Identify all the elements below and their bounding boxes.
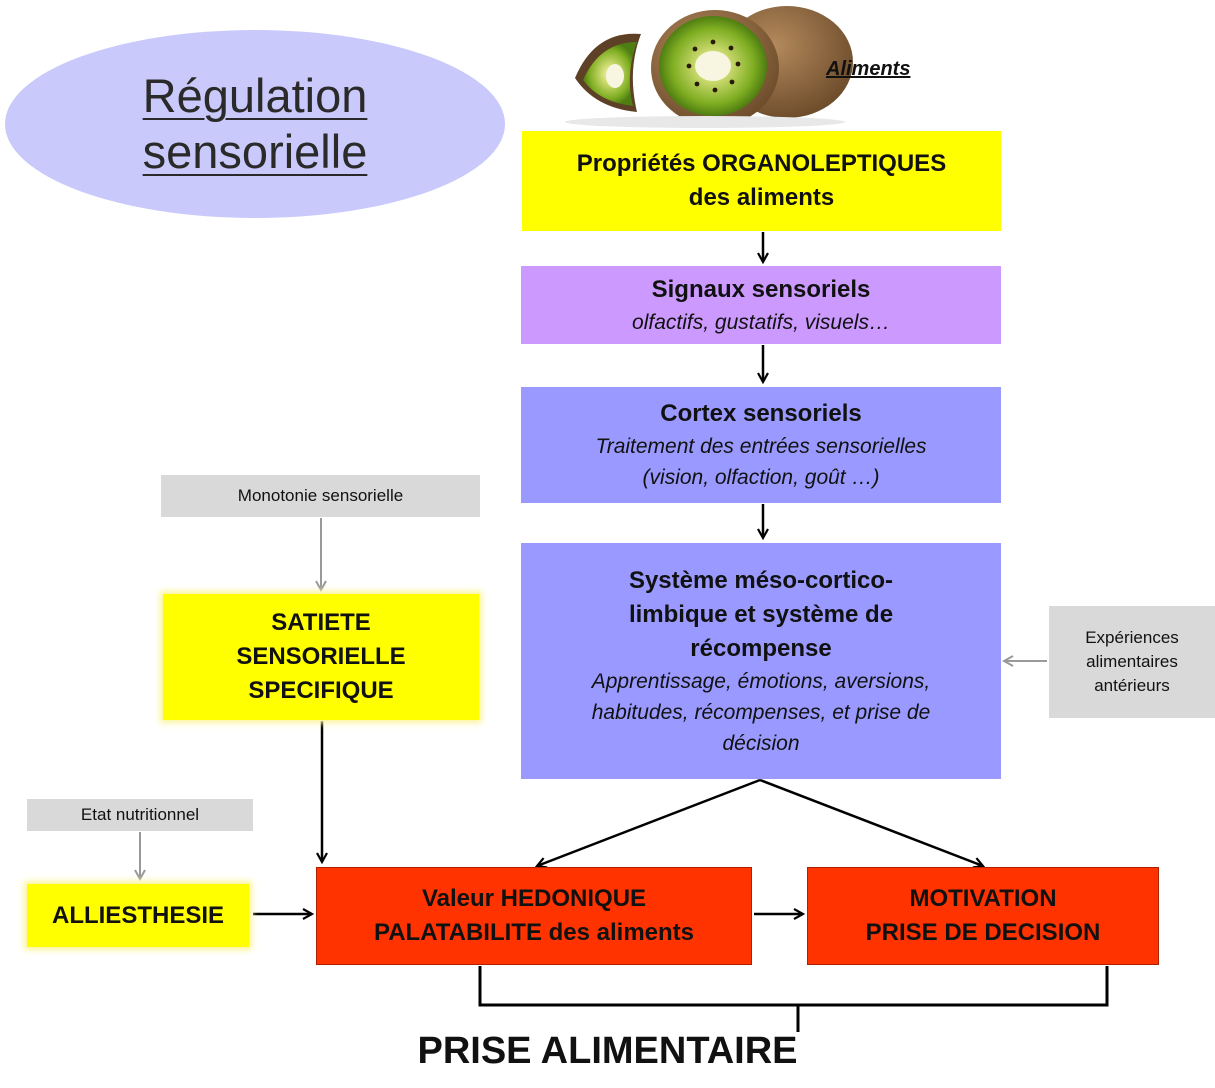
meso-detail-2: habitudes, récompenses, et prise de — [591, 700, 931, 724]
motivation-box: MOTIVATION PRISE DE DECISION — [807, 867, 1159, 965]
satiete-line-3: SPECIFIQUE — [248, 677, 394, 704]
organoleptic-box: Propriétés ORGANOLEPTIQUES des aliments — [522, 131, 1001, 231]
etat-note: Etat nutritionnel — [27, 799, 253, 831]
meso-detail-1: Apprentissage, émotions, aversions, — [591, 669, 931, 693]
bracket-connector — [478, 966, 1109, 1007]
arrow-meso-to-motivation — [759, 778, 983, 866]
cortex-detail-2: (vision, olfaction, goût …) — [642, 466, 880, 489]
satiete-line-1: SATIETE — [271, 609, 371, 636]
experiences-note: Expériences alimentaires antérieurs — [1049, 606, 1215, 718]
etat-text: Etat nutritionnel — [80, 805, 200, 824]
signaux-box: Signaux sensoriels olfactifs, gustatifs,… — [521, 266, 1001, 344]
hedonique-line-2: PALATABILITE des aliments — [373, 919, 695, 946]
experiences-text-3: antérieurs — [1094, 676, 1170, 695]
monotonie-note: Monotonie sensorielle — [161, 475, 480, 517]
title-line-2: sensorielle — [142, 125, 368, 178]
hedonique-box: Valeur HEDONIQUE PALATABILITE des alimen… — [316, 867, 752, 965]
alliesthesie-label: ALLIESTHESIE — [51, 901, 225, 929]
meso-heading-3: récompense — [690, 634, 832, 662]
signaux-detail: olfactifs, gustatifs, visuels… — [632, 310, 890, 334]
cortex-heading: Cortex sensoriels — [660, 400, 862, 427]
experiences-text-2: alimentaires — [1086, 652, 1178, 671]
cortex-detail-1: Traitement des entrées sensorielles — [595, 435, 927, 458]
title-line-1: Régulation — [142, 69, 368, 122]
meso-heading-2: limbique et système de — [628, 600, 894, 628]
kiwi-fruit-image — [565, 6, 853, 128]
title-ellipse: Régulation sensorielle — [5, 30, 505, 218]
cortex-box: Cortex sensoriels Traitement des entrées… — [521, 387, 1001, 503]
signaux-heading: Signaux sensoriels — [651, 275, 871, 303]
satiete-line-2: SENSORIELLE — [236, 643, 406, 670]
motivation-line-2: PRISE DE DECISION — [865, 919, 1101, 946]
motivation-line-1: MOTIVATION — [909, 885, 1057, 912]
organoleptic-line-1: Propriétés ORGANOLEPTIQUES — [576, 150, 947, 177]
meso-heading-1: Système méso-cortico- — [628, 566, 894, 594]
meso-detail-3: décision — [722, 731, 800, 755]
hedonique-line-1: Valeur HEDONIQUE — [421, 885, 647, 912]
alliesthesie-box: ALLIESTHESIE — [27, 884, 249, 947]
arrow-meso-to-hedonique — [537, 778, 761, 866]
aliments-label: Aliments — [826, 58, 911, 80]
satiete-box: SATIETE SENSORIELLE SPECIFIQUE — [163, 594, 479, 720]
experiences-text-1: Expériences — [1085, 628, 1179, 647]
prise-alimentaire-label: PRISE ALIMENTAIRE — [417, 1030, 798, 1072]
organoleptic-line-2: des aliments — [688, 184, 835, 211]
meso-box: Système méso-cortico- limbique et systèm… — [521, 543, 1001, 779]
monotonie-text: Monotonie sensorielle — [237, 486, 404, 505]
